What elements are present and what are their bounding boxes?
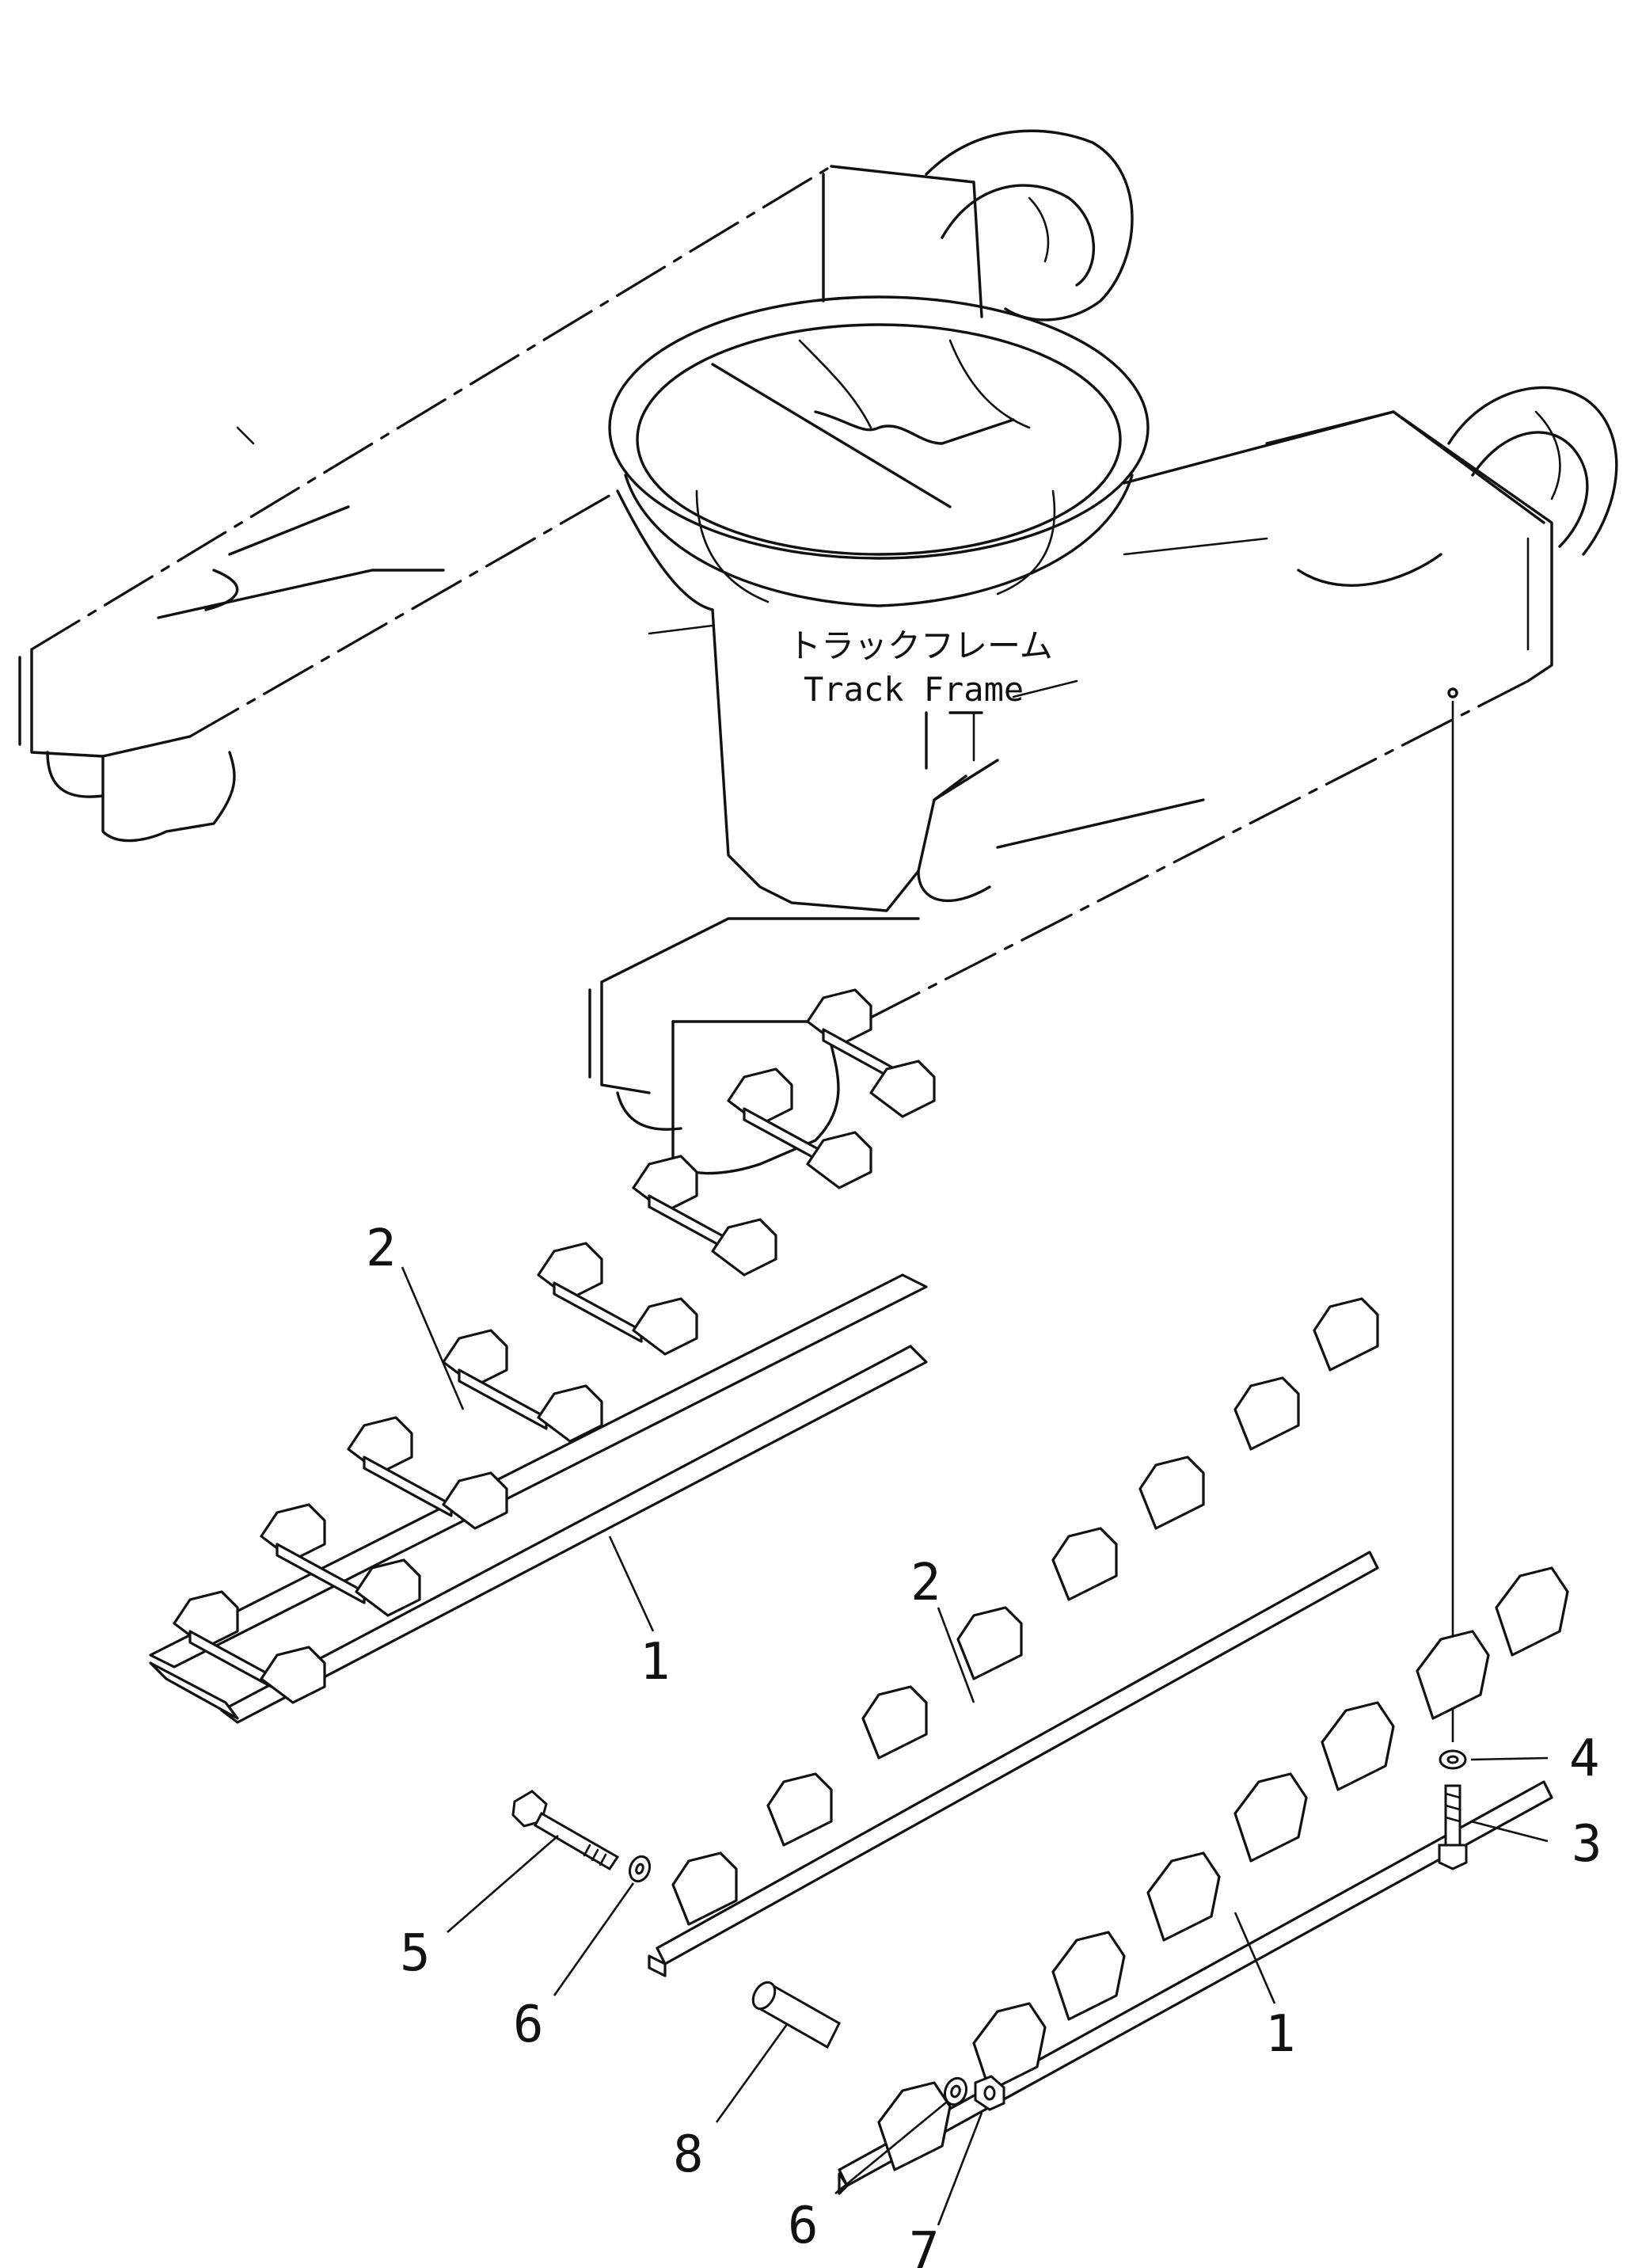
callout-7: 7: [909, 2222, 940, 2268]
washer-6-right: [943, 2076, 968, 2106]
callout-4: 4: [1569, 1730, 1600, 1788]
callout-1-lower: 1: [1265, 2005, 1296, 2064]
lower-guard-1: [838, 1566, 1569, 2195]
upper-guard-assembly: [149, 988, 936, 1724]
long-bolt-5: [511, 1790, 620, 1871]
callout-2-lower: 2: [910, 1554, 941, 1612]
callout-6-left: 6: [513, 1996, 544, 2054]
nut-7: [974, 2075, 1005, 2111]
callout-2-upper: 2: [366, 1220, 397, 1278]
washer-4: [1439, 1749, 1467, 1770]
callout-1-upper: 1: [640, 1633, 671, 1691]
bolt-3: [1438, 1784, 1468, 1870]
spacer-8: [751, 1981, 841, 2049]
callout-3: 3: [1572, 1815, 1602, 1874]
lower-guard-2: [648, 1297, 1379, 1977]
callout-6-right: 6: [788, 2197, 819, 2255]
track-frame-drawing: [18, 129, 1618, 1175]
frame-label-jp: トラックフレーム: [788, 626, 1053, 665]
callout-5: 5: [400, 1924, 431, 1983]
callout-leaders: [401, 1266, 1549, 2226]
callout-8: 8: [673, 2125, 704, 2184]
washer-6-left: [628, 1855, 652, 1883]
upper-front-teeth: [260, 1060, 936, 1704]
frame-label-en: Track Frame: [804, 670, 1024, 709]
